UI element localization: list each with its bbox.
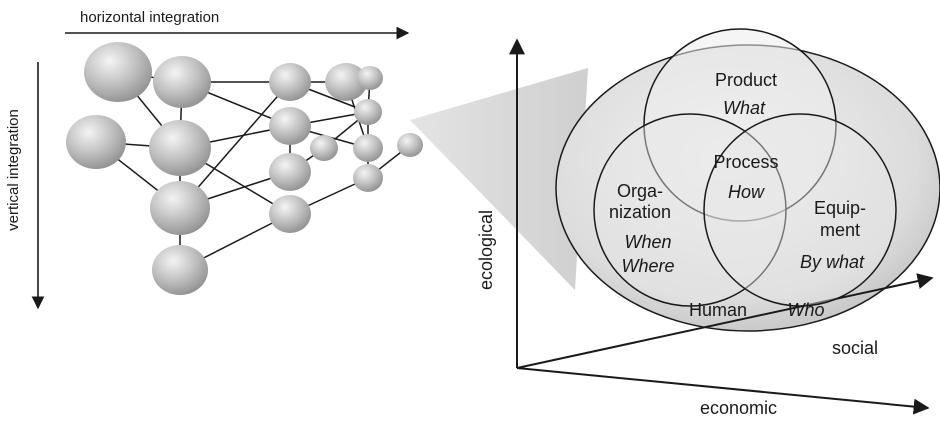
equipment-question: By what xyxy=(800,252,865,272)
network-node xyxy=(353,134,383,162)
economic-axis-label: economic xyxy=(700,398,777,418)
ecological-axis-label: ecological xyxy=(476,210,496,290)
network-node xyxy=(153,56,211,108)
network-node xyxy=(269,107,311,145)
organization-label-line2: nization xyxy=(609,202,671,222)
equipment-circle xyxy=(703,113,897,307)
zoomed-network-node xyxy=(397,133,423,157)
network-node xyxy=(150,181,210,235)
network-node xyxy=(325,63,367,101)
network-node xyxy=(269,153,311,191)
organization-question-when: When xyxy=(624,232,671,252)
human-question: Who xyxy=(787,300,824,320)
zoom-cone xyxy=(410,68,588,290)
process-label: Process xyxy=(713,152,778,172)
economic-axis xyxy=(516,367,930,415)
process-question: How xyxy=(728,182,765,202)
organization-question-where: Where xyxy=(621,256,674,276)
network-node xyxy=(269,63,311,101)
product-question: What xyxy=(723,98,766,118)
network-node xyxy=(84,42,152,102)
network-node xyxy=(310,135,338,161)
network-node xyxy=(357,66,383,90)
human-label: Human xyxy=(689,300,747,320)
organization-label-line1: Orga- xyxy=(617,181,663,201)
network-node xyxy=(66,115,126,169)
equipment-label-line2: ment xyxy=(820,220,860,240)
network-node xyxy=(152,245,208,295)
network-node xyxy=(149,120,211,176)
network-node xyxy=(269,195,311,233)
organization-circle xyxy=(593,113,787,307)
social-axis-label: social xyxy=(832,338,878,358)
equipment-label-line1: Equip- xyxy=(814,198,866,218)
product-label: Product xyxy=(715,70,777,90)
network-node xyxy=(354,99,382,125)
social-axis xyxy=(516,273,934,369)
horizontal-integration-label: horizontal integration xyxy=(80,9,219,26)
network-node xyxy=(353,164,383,192)
vertical-integration-label: vertical integration xyxy=(5,109,22,231)
network-nodes xyxy=(66,42,423,295)
